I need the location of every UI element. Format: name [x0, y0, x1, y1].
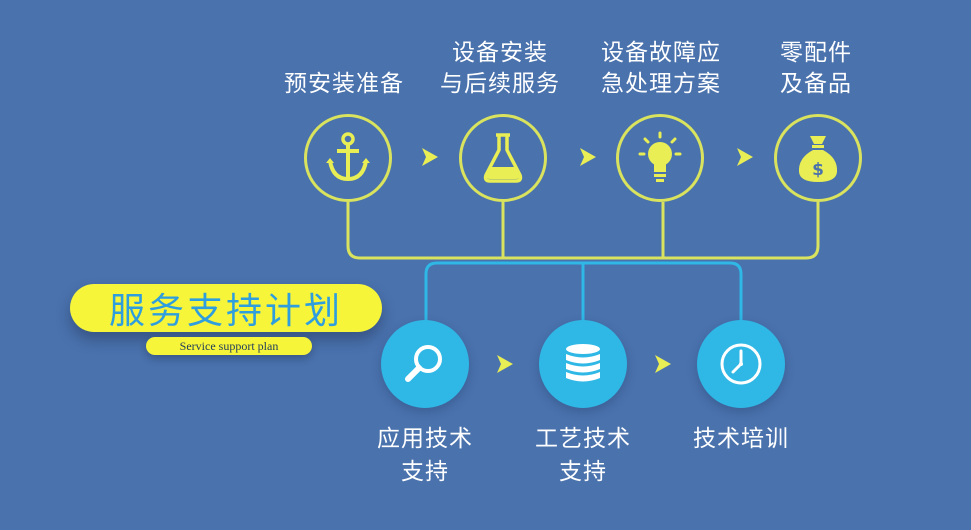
anchor-ring: [304, 114, 392, 202]
clock-disc: [697, 320, 785, 408]
arrow-icon: [737, 148, 753, 166]
top-step-label-2: 设备安装 与后续服务: [440, 40, 560, 97]
flask-icon: [483, 133, 523, 183]
database-icon: [566, 344, 600, 382]
magnifier-disc: [381, 320, 469, 408]
subtitle-badge: Service support plan: [146, 337, 312, 355]
bottom-connector: [424, 261, 743, 322]
database-disc: [539, 320, 627, 408]
top-step-label-4: 零配件 及备品: [780, 40, 852, 97]
bottom-step-label-1: 应用技术 支持: [377, 426, 473, 485]
money-bag-icon: $: [798, 136, 838, 182]
bottom-step-label-2: 工艺技术 支持: [535, 426, 631, 485]
arrow-icon: [580, 148, 596, 166]
top-step-label-1: 预安装准备: [284, 71, 404, 97]
money-bag-ring: $: [774, 114, 862, 202]
arrow-icon: [422, 148, 438, 166]
arrow-icon: [497, 355, 513, 373]
lightbulb-ring: [616, 114, 704, 202]
title-badge: 服务支持计划: [70, 284, 382, 332]
clock-icon: [720, 343, 762, 385]
top-step-label-3: 设备故障应 急处理方案: [601, 40, 721, 97]
svg-text:$: $: [812, 160, 824, 180]
lightbulb-icon: [638, 131, 682, 182]
magnifier-icon: [405, 345, 442, 382]
anchor-icon: [326, 132, 370, 182]
arrow-icon: [655, 355, 671, 373]
top-connector: [346, 202, 820, 260]
bottom-step-label-3: 技术培训: [693, 426, 789, 452]
flask-ring: [459, 114, 547, 202]
